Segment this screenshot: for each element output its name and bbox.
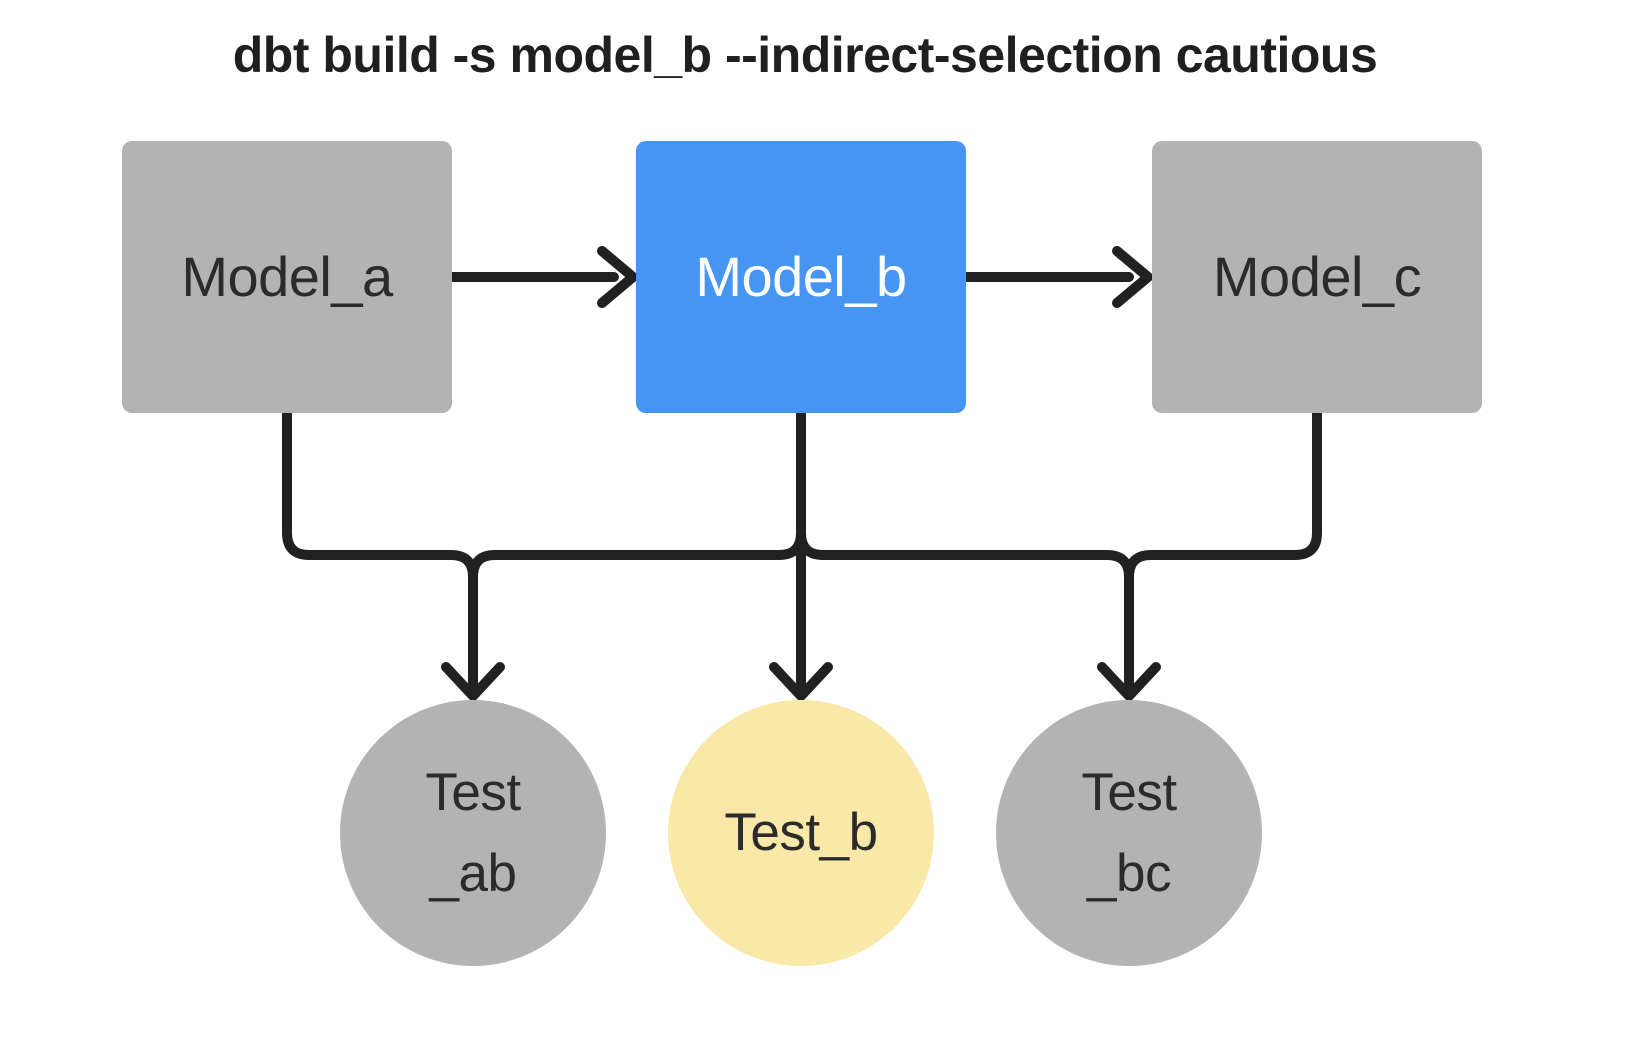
node-test-bc: Test _bc <box>996 700 1262 966</box>
arrowhead-down-icon <box>769 662 833 701</box>
node-model-a: Model_a <box>122 141 452 413</box>
edge-model-c-to-test-bc <box>1124 408 1322 582</box>
node-test-bc-label-line2: _bc <box>1087 844 1171 903</box>
edge-model-a-to-test-ab <box>282 408 478 693</box>
edge-model-a-to-model-b <box>447 246 638 308</box>
arrowhead-down-icon <box>441 662 505 701</box>
node-test-bc-label-line1: Test <box>1081 762 1177 822</box>
node-test-b: Test_b <box>668 700 934 966</box>
edge-model-b-to-model-c <box>961 246 1153 308</box>
node-model-c-label: Model_c <box>1212 245 1422 309</box>
diagram-title: dbt build -s model_b --indirect-selectio… <box>232 27 1378 83</box>
edge-line <box>796 528 1134 693</box>
edge-line <box>1124 408 1322 582</box>
node-test-ab: Test _ab <box>340 700 606 966</box>
node-model-c: Model_c <box>1152 141 1482 413</box>
arrowhead-right-icon <box>597 246 638 308</box>
node-model-b-label: Model_b <box>695 245 907 309</box>
node-test-ab-label-line2: _ab <box>429 844 517 903</box>
node-test-bc-label: Test _bc <box>1081 752 1177 914</box>
edges <box>282 246 1322 701</box>
node-model-b: Model_b <box>636 141 966 413</box>
node-test-b-label: Test_b <box>724 803 878 863</box>
edge-model-b-to-test-ab <box>441 528 806 701</box>
edge-line <box>468 528 806 582</box>
arrowhead-right-icon <box>1112 246 1153 308</box>
arrowhead-down-icon <box>1097 662 1161 701</box>
edge-line <box>282 408 478 693</box>
node-model-a-label: Model_a <box>181 245 393 309</box>
node-test-ab-label-line1: Test <box>425 762 521 822</box>
edge-model-b-to-test-bc <box>796 528 1161 701</box>
node-test-ab-label: Test _ab <box>425 752 521 914</box>
